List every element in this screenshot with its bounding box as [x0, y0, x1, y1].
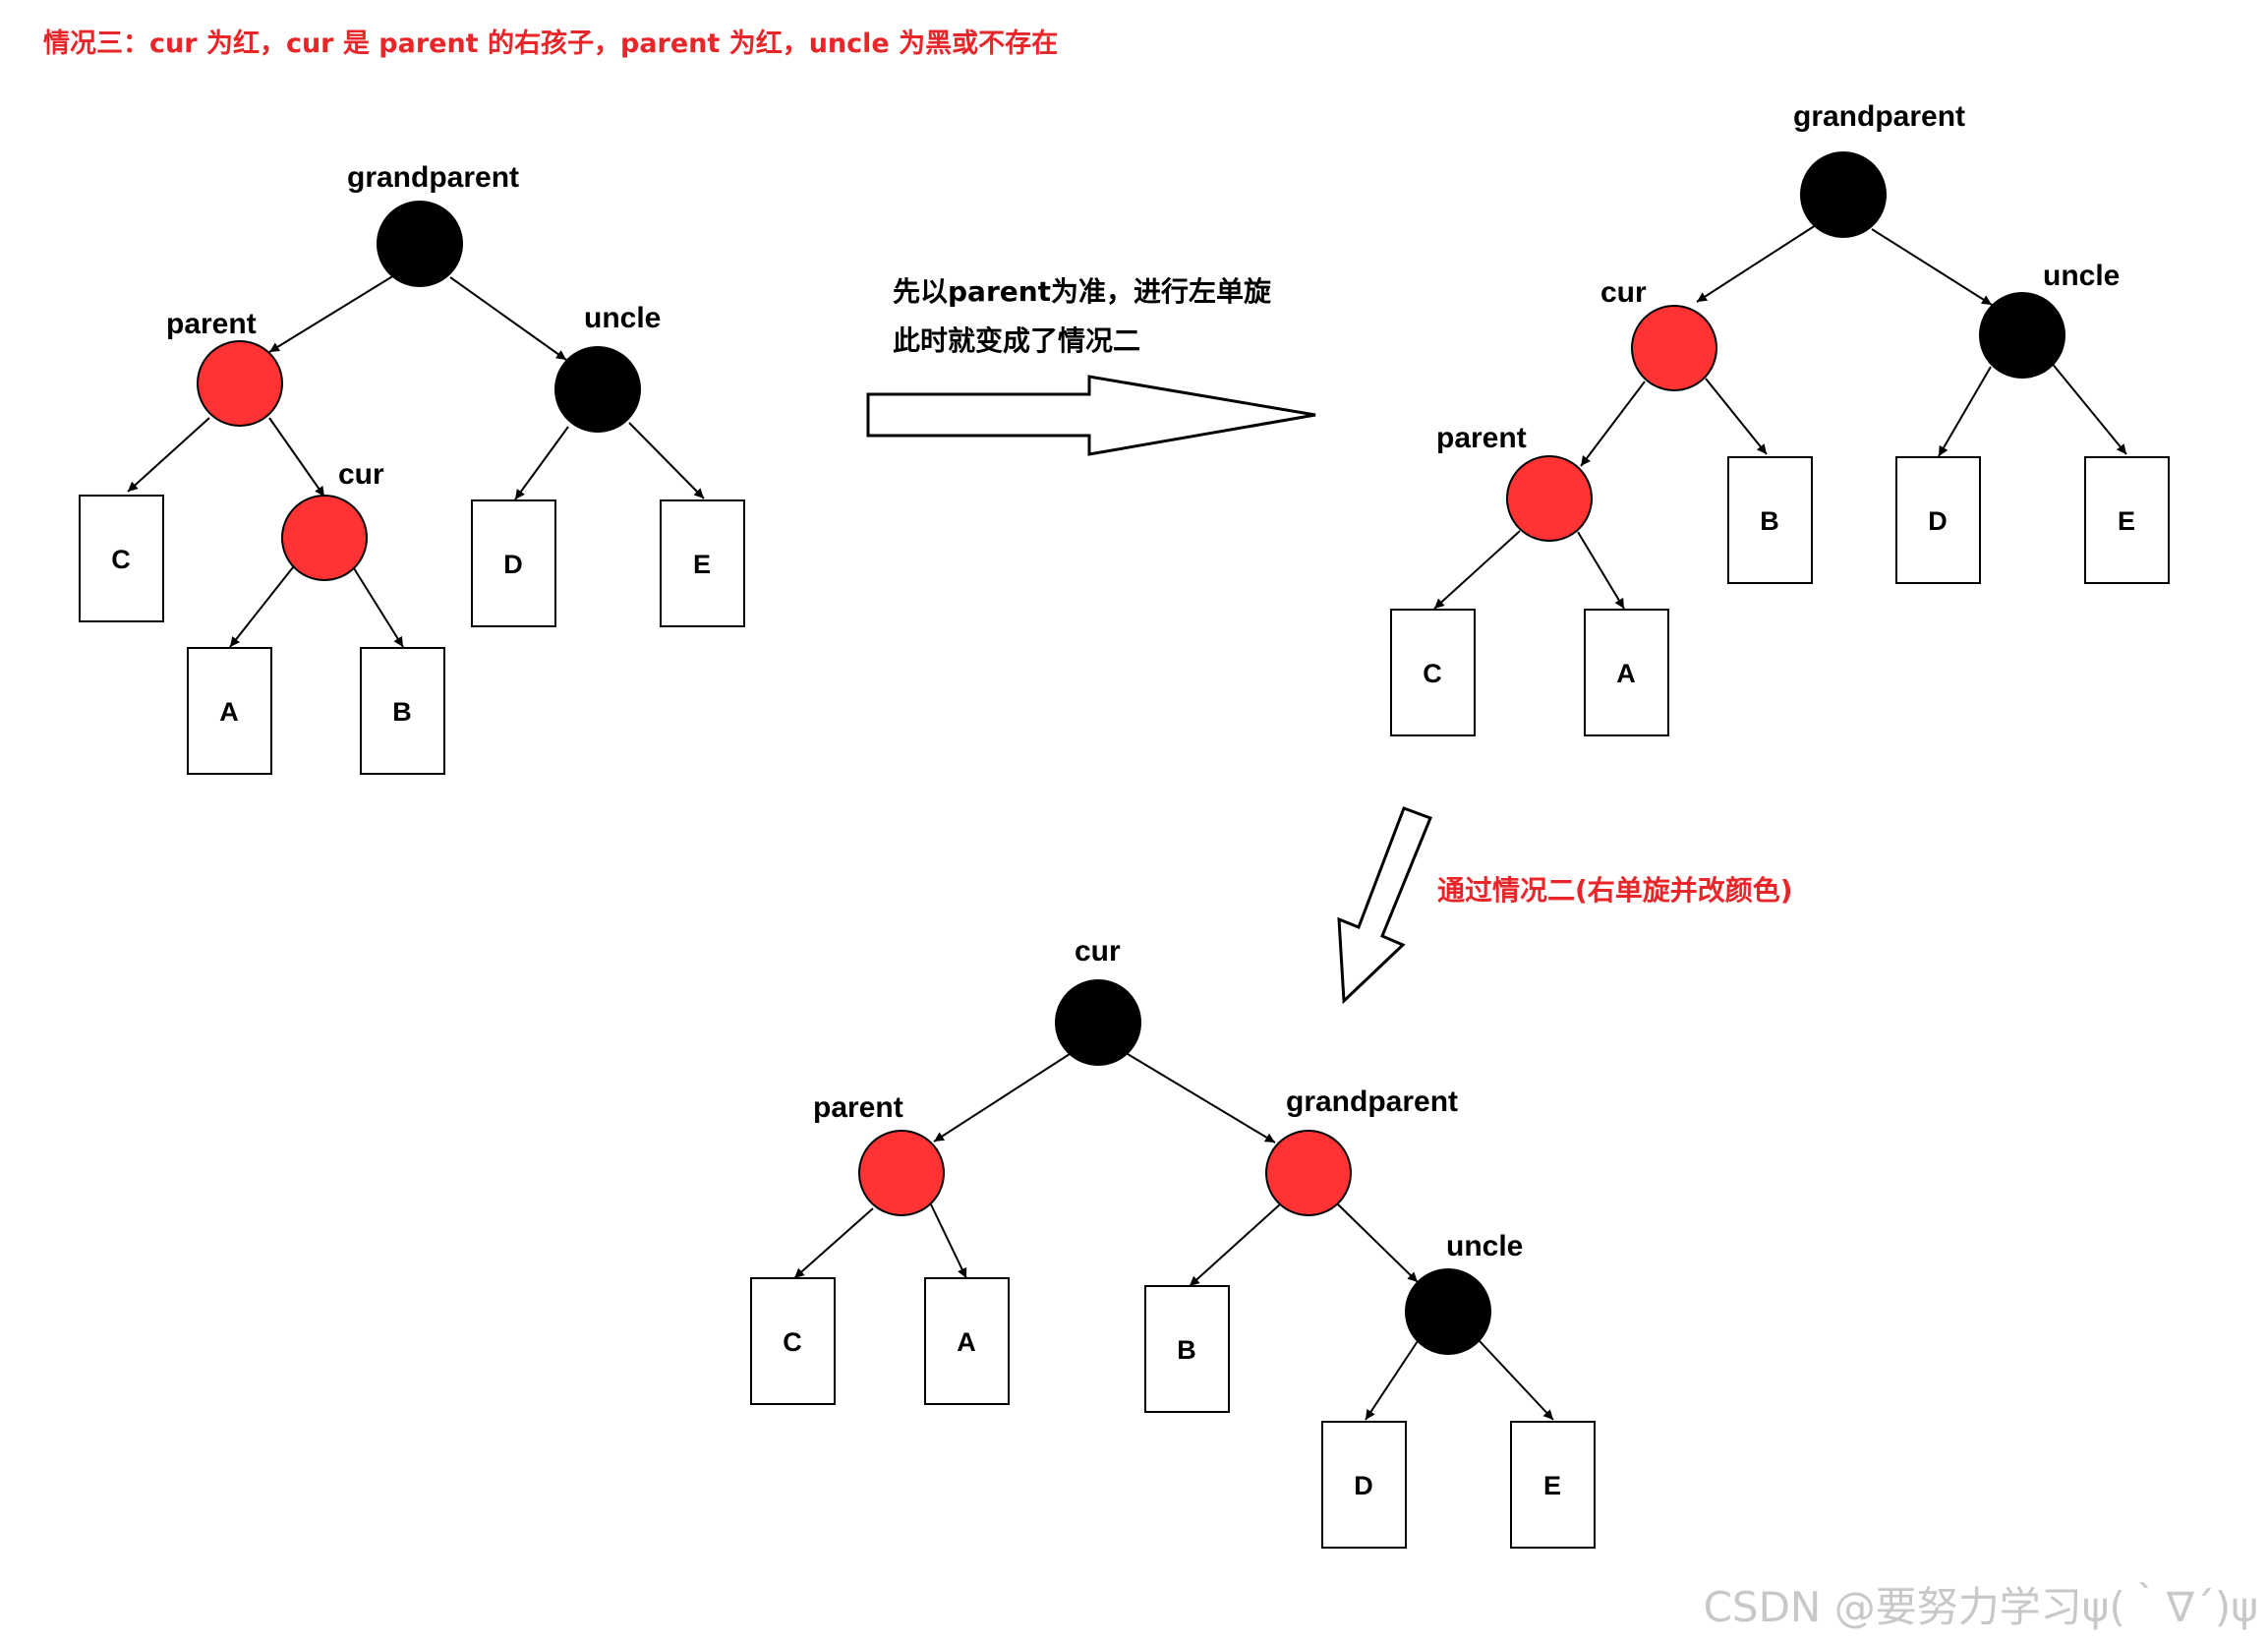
subtree-label-b: B: [392, 697, 412, 727]
subtree-label-e: E: [2118, 506, 2135, 536]
edge: [449, 276, 567, 361]
edge: [229, 566, 294, 648]
subtree-box-e: [660, 499, 745, 627]
grandparent-label: grandparent: [347, 161, 519, 194]
grandparent-node: [1800, 151, 1887, 238]
subtree-label-a: A: [957, 1327, 976, 1357]
subtree-box-c: [79, 495, 164, 622]
step1-note-line1: 先以parent为准，进行左单旋: [893, 275, 1272, 308]
csdn-watermark: CSDN @要努力学习ψ(｀∇´)ψ: [1703, 1583, 2258, 1631]
subtree-box-d: [1321, 1421, 1407, 1549]
edge: [1696, 224, 1817, 303]
uncle-label: uncle: [584, 302, 661, 334]
subtree-label-a: A: [219, 697, 239, 727]
uncle-label: uncle: [2043, 260, 2120, 292]
subtree-label-b: B: [1177, 1335, 1196, 1365]
edge: [1479, 1340, 1554, 1421]
subtree-box-c: [1390, 609, 1476, 736]
subtree-box-b: [1727, 456, 1813, 584]
edge: [933, 1053, 1071, 1143]
edge: [2050, 361, 2127, 455]
edge: [930, 1203, 967, 1279]
subtree-box-b: [1144, 1285, 1230, 1413]
uncle-label: uncle: [1446, 1230, 1523, 1262]
subtree-label-c: C: [111, 545, 131, 574]
step1-note: 先以parent为准，进行左单旋 此时就变成了情况二: [893, 267, 1271, 366]
subtree-label-a: A: [1616, 659, 1636, 688]
diagram-title: 情况三：cur 为红，cur 是 parent 的右孩子，parent 为红，u…: [43, 29, 1059, 59]
edge: [1365, 1340, 1419, 1421]
cur-node: [1055, 979, 1141, 1066]
parent-label: parent: [166, 308, 257, 340]
subtree-label-d: D: [1354, 1471, 1373, 1500]
grandparent-node: [1265, 1130, 1352, 1216]
uncle-node: [1979, 292, 2065, 379]
parent-label: parent: [1436, 422, 1527, 454]
step1-arrow-icon: [866, 375, 1316, 456]
edge: [1189, 1202, 1282, 1287]
tree-after-left-rotate: grandparent cur uncle parent C A B D E: [1390, 100, 2170, 736]
subtree-label-d: D: [503, 550, 523, 579]
edge: [353, 567, 404, 648]
edge: [1580, 381, 1646, 467]
subtree-box-a: [1584, 609, 1669, 736]
uncle-node: [1405, 1268, 1491, 1355]
edge: [268, 417, 325, 498]
subtree-label-e: E: [693, 550, 711, 579]
subtree-label-c: C: [783, 1327, 802, 1357]
edge: [1577, 531, 1625, 610]
subtree-label-c: C: [1423, 659, 1442, 688]
edge: [793, 1207, 874, 1279]
subtree-label-b: B: [1760, 506, 1779, 536]
edge: [1433, 530, 1521, 610]
edge: [268, 274, 395, 353]
uncle-node: [554, 346, 641, 433]
subtree-box-e: [1510, 1421, 1596, 1549]
grandparent-label: grandparent: [1286, 1085, 1458, 1118]
subtree-box-b: [360, 647, 445, 775]
subtree-box-d: [1895, 456, 1981, 584]
cur-label: cur: [1075, 935, 1121, 968]
step2-arrow-icon: [1337, 806, 1432, 1005]
subtree-box-a: [187, 647, 272, 775]
cur-label: cur: [1600, 276, 1647, 309]
edge: [1336, 1202, 1419, 1283]
parent-node: [197, 340, 283, 427]
edge: [1705, 378, 1768, 455]
step2-note: 通过情况二(右单旋并改颜色): [1437, 874, 1793, 907]
parent-node: [1506, 455, 1593, 542]
grandparent-node: [377, 201, 463, 287]
subtree-box-d: [471, 499, 556, 627]
cur-node: [281, 495, 368, 581]
subtree-box-a: [924, 1277, 1010, 1405]
subtree-label-d: D: [1928, 506, 1948, 536]
subtree-box-e: [2084, 456, 2170, 584]
edge: [127, 417, 210, 493]
grandparent-label: grandparent: [1793, 100, 1965, 133]
cur-label: cur: [338, 458, 384, 491]
subtree-label-e: E: [1543, 1471, 1561, 1500]
parent-node: [858, 1130, 945, 1216]
tree-after-right-rotate: cur parent grandparent uncle C A B D E: [750, 935, 1596, 1549]
subtree-box-c: [750, 1277, 836, 1405]
edge: [1938, 366, 1992, 457]
cur-node: [1631, 305, 1717, 391]
edge: [1871, 228, 1993, 306]
edge: [514, 426, 569, 500]
edge: [628, 422, 705, 499]
parent-label: parent: [813, 1091, 903, 1124]
edge: [1127, 1053, 1276, 1144]
step1-note-line2: 此时就变成了情况二: [893, 324, 1141, 357]
tree-before: grandparent parent uncle cur C A B D E: [79, 161, 745, 775]
